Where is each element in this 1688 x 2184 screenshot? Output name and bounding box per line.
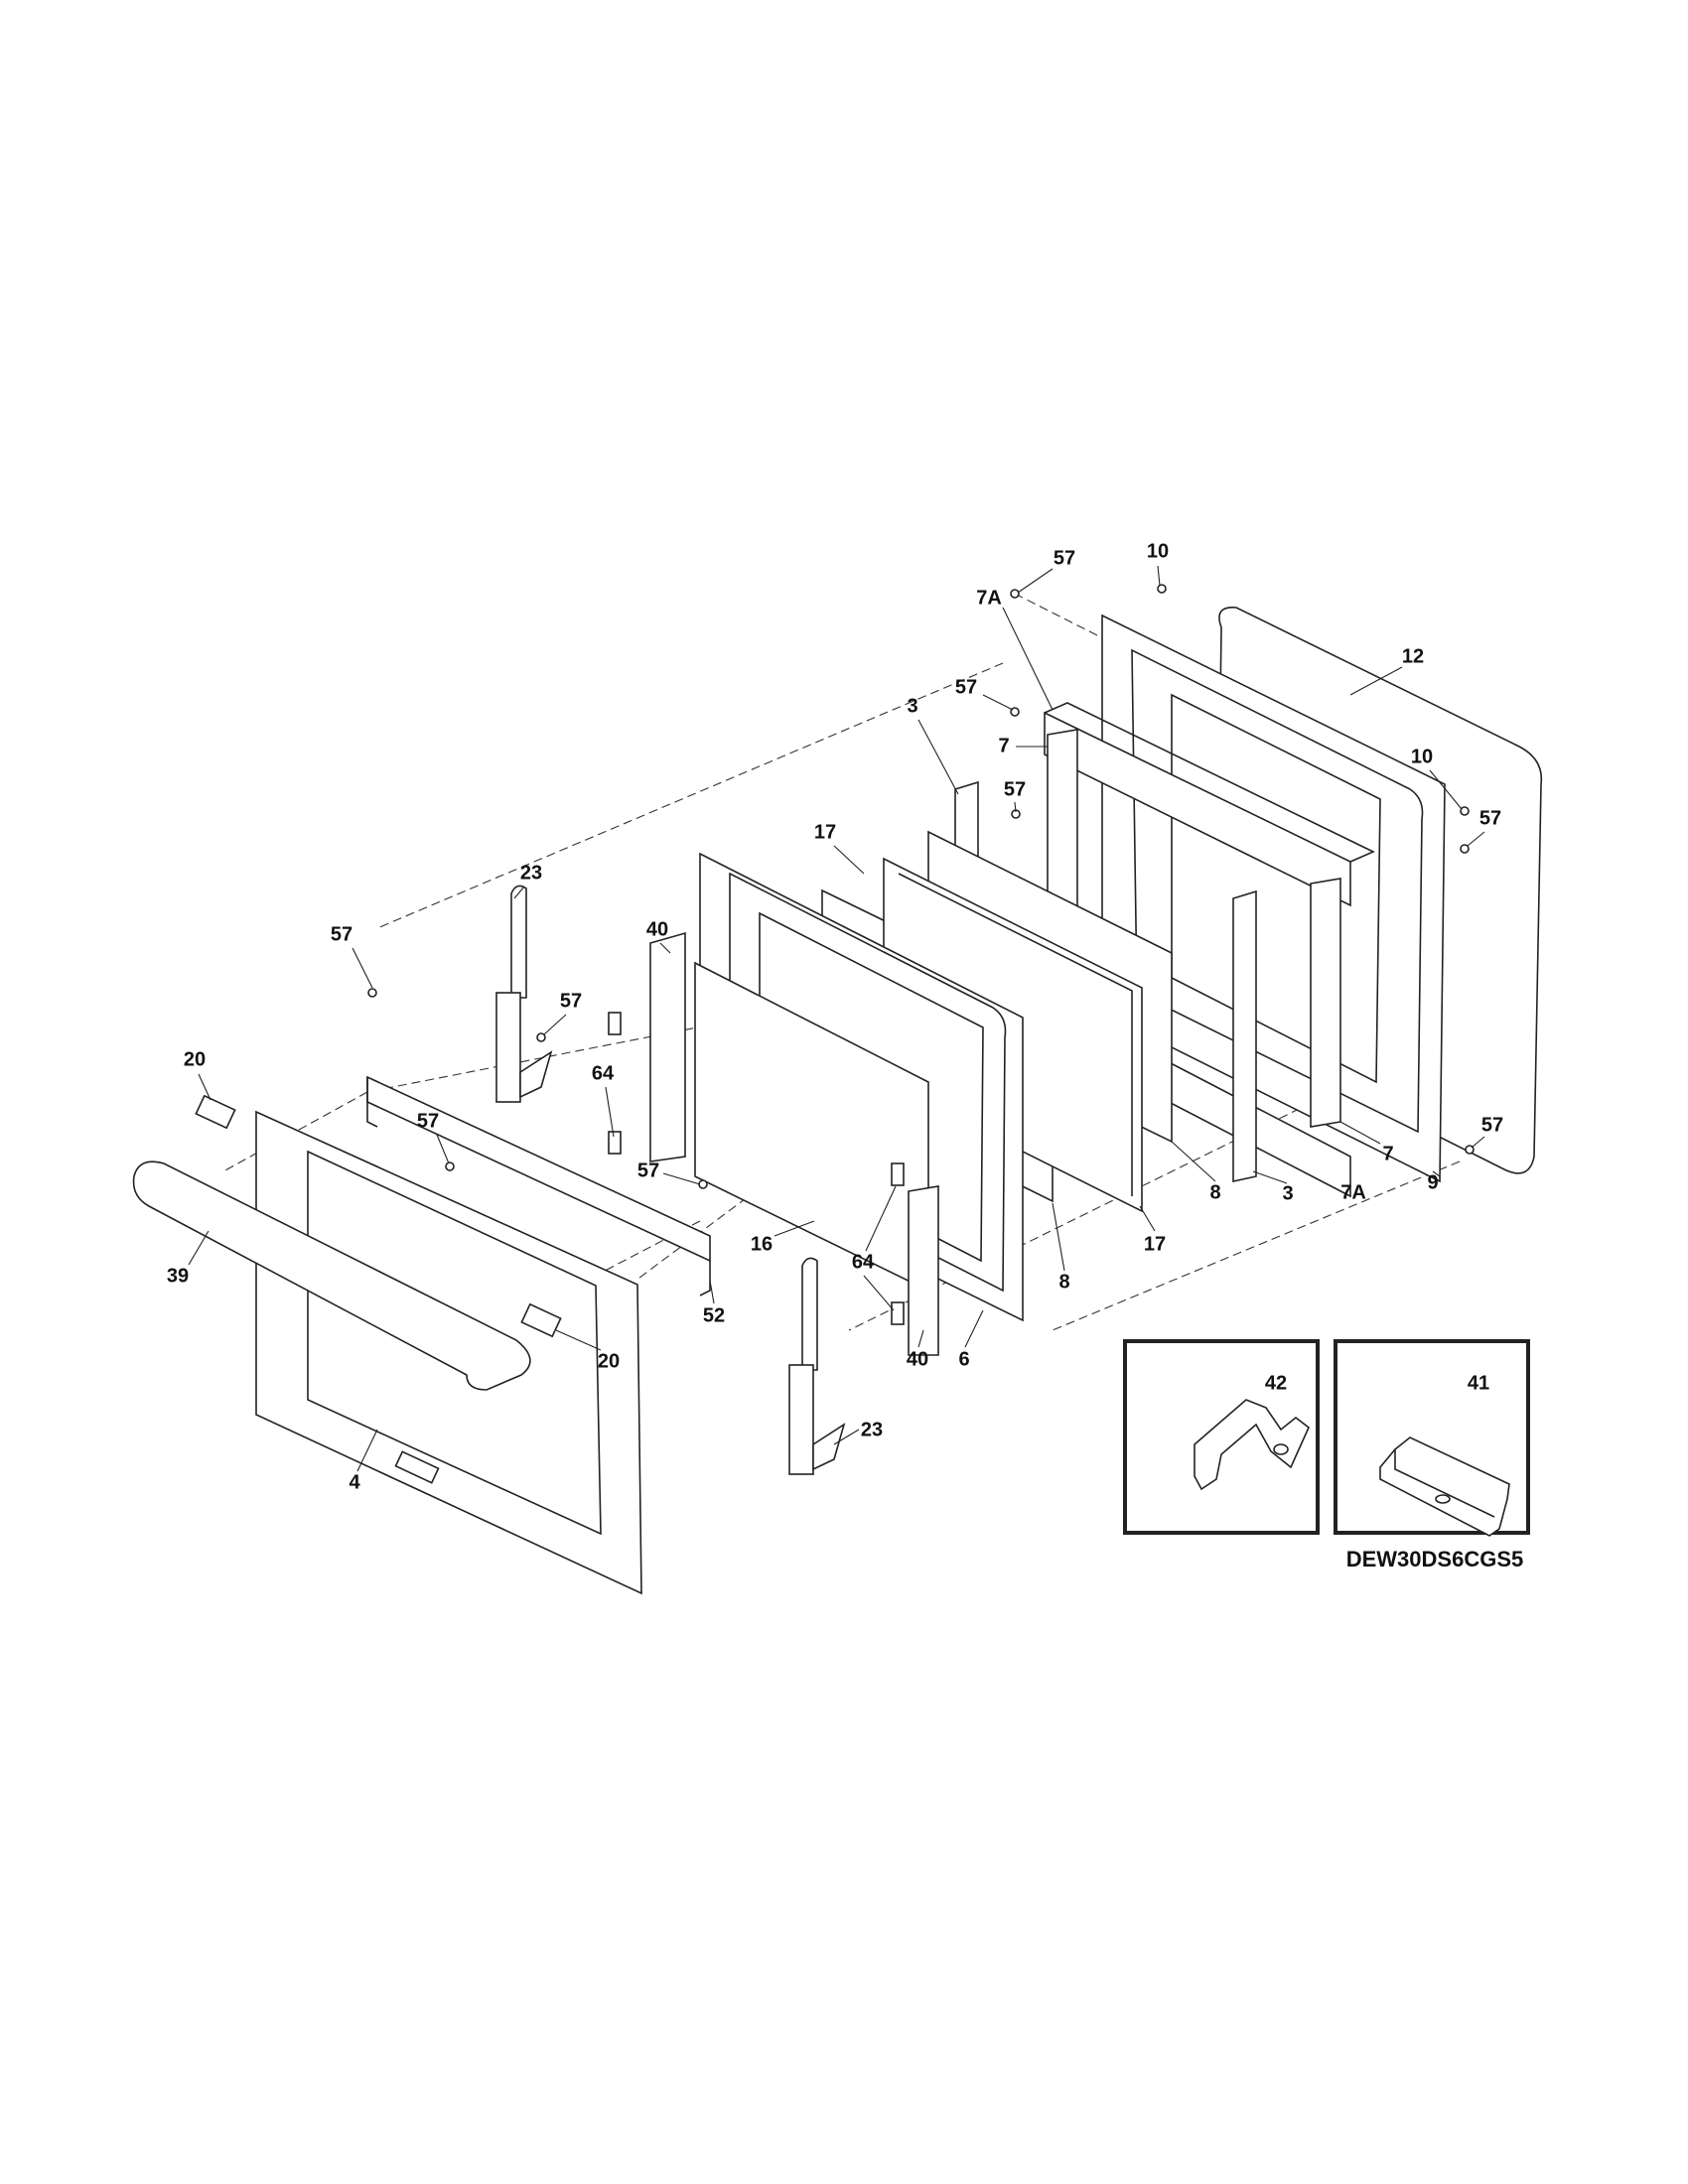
callout-8: 8 <box>1209 1181 1221 1204</box>
callout-23: 23 <box>519 862 543 885</box>
callout-4: 4 <box>349 1471 360 1494</box>
inset-part-42 <box>1123 1339 1320 1535</box>
callout-20: 20 <box>183 1048 207 1071</box>
channel-right <box>1232 889 1257 1182</box>
leader-lines <box>188 565 1485 1472</box>
callout-17: 17 <box>813 821 837 844</box>
callout-39: 39 <box>166 1265 190 1288</box>
callout-64: 64 <box>591 1062 615 1085</box>
inset-part-41 <box>1334 1339 1530 1537</box>
callout-57: 57 <box>954 676 978 699</box>
callout-40: 40 <box>906 1348 929 1371</box>
callout-23: 23 <box>860 1419 884 1441</box>
callout-16: 16 <box>750 1233 774 1256</box>
pad <box>891 1162 905 1186</box>
handle-mount <box>195 1094 236 1130</box>
door-handle <box>132 1160 531 1391</box>
callout-57: 57 <box>1003 778 1027 801</box>
insulation-side-right <box>1310 878 1341 1128</box>
callout-10: 10 <box>1146 540 1170 563</box>
callout-3: 3 <box>1282 1182 1294 1205</box>
callout-8: 8 <box>1058 1271 1070 1294</box>
callout-64: 64 <box>851 1251 875 1274</box>
insulation-top <box>1044 711 1351 907</box>
callout-57: 57 <box>636 1160 660 1182</box>
callout-57: 57 <box>1478 807 1502 830</box>
callout-9: 9 <box>1427 1171 1439 1194</box>
callout-52: 52 <box>702 1304 726 1327</box>
callout-57: 57 <box>416 1110 440 1133</box>
hinge-receiver-right <box>908 1185 939 1356</box>
callout-12: 12 <box>1401 645 1425 668</box>
callout-40: 40 <box>645 918 669 941</box>
handle-mount <box>520 1302 562 1338</box>
callout-57: 57 <box>559 990 583 1013</box>
screws <box>367 584 1475 1189</box>
hinge-upper <box>495 885 553 1103</box>
hinge-lower <box>788 1257 846 1475</box>
callout-7: 7 <box>998 735 1010 757</box>
inset-callout-41: 41 <box>1467 1372 1490 1395</box>
pad <box>608 1012 622 1035</box>
callout-57: 57 <box>1053 547 1076 570</box>
callout-7: 7 <box>1382 1143 1394 1165</box>
model-number: DEW30DS6CGS5 <box>1345 1547 1524 1571</box>
pad <box>608 1131 622 1155</box>
callout-57: 57 <box>330 923 353 946</box>
hinge-receiver-left <box>649 931 686 1162</box>
callout-3: 3 <box>907 695 918 718</box>
callout-17: 17 <box>1143 1233 1167 1256</box>
pad <box>891 1301 905 1325</box>
callout-6: 6 <box>958 1348 970 1371</box>
inset-callout-42: 42 <box>1264 1372 1288 1395</box>
callout-57: 57 <box>1480 1114 1504 1137</box>
callout-20: 20 <box>597 1350 621 1373</box>
callout-10: 10 <box>1410 746 1434 768</box>
callout-7a: 7A <box>976 587 1002 610</box>
callout-7a: 7A <box>1340 1181 1366 1204</box>
inner-door-liner <box>1101 614 1446 1183</box>
